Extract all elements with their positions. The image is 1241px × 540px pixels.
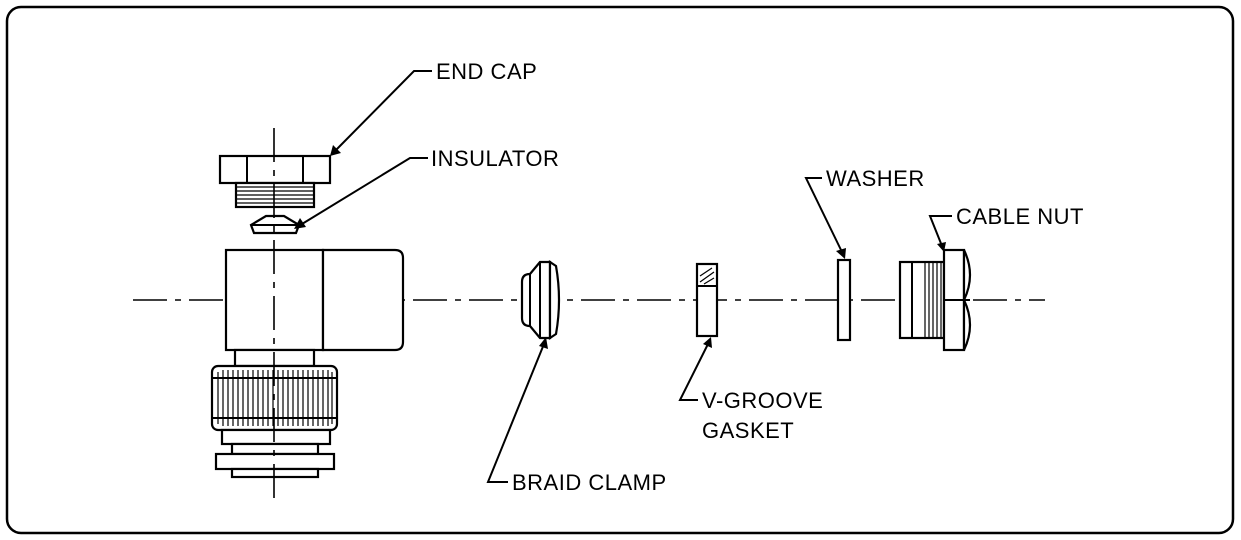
- braid-clamp-part: [520, 259, 561, 341]
- connector-body-part: [210, 248, 405, 479]
- label-v-groove: V-GROOVE: [702, 388, 823, 413]
- label-end-cap: END CAP: [436, 59, 537, 84]
- leader-lines: [294, 70, 952, 483]
- label-cable-nut: CABLE NUT: [956, 204, 1084, 229]
- label-washer: WASHER: [826, 166, 925, 191]
- cable-nut-part: [898, 248, 972, 352]
- washer-part: [836, 258, 852, 342]
- insulator-part: [249, 214, 301, 235]
- end-cap-part: [218, 154, 332, 209]
- label-insulator: INSULATOR: [431, 146, 559, 171]
- drawing-frame: [5, 5, 1235, 535]
- label-gasket: GASKET: [702, 418, 794, 443]
- label-braid-clamp: BRAID CLAMP: [512, 470, 667, 495]
- v-groove-gasket-part: [695, 262, 719, 338]
